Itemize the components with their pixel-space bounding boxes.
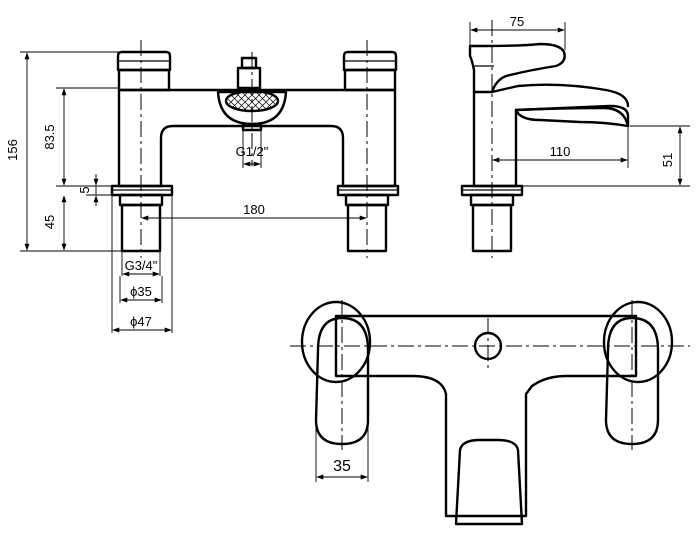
dim-label-51: 51 bbox=[660, 153, 675, 167]
dim-label-180: 180 bbox=[243, 202, 265, 217]
dim-total-height: 156 bbox=[5, 51, 120, 252]
dim-flange-diameter: ϕ47 bbox=[111, 195, 173, 333]
dim-body-height: 83.5 bbox=[42, 87, 120, 187]
right-handle bbox=[342, 50, 398, 92]
dim-label-phi35: ϕ35 bbox=[130, 284, 152, 299]
dim-label-83-5: 83.5 bbox=[42, 124, 57, 149]
bridge-body bbox=[117, 88, 397, 188]
plan-left-rose bbox=[300, 300, 372, 384]
left-handle bbox=[116, 50, 172, 92]
dim-centres: 180 bbox=[141, 202, 367, 221]
dim-spout-height: 51 bbox=[522, 125, 690, 187]
plan-body bbox=[334, 314, 638, 518]
dim-label-phi47: ϕ47 bbox=[130, 314, 152, 329]
side-view: 75 110 51 bbox=[460, 14, 690, 258]
side-spout-lip bbox=[514, 106, 630, 128]
dim-spout-reach: 110 bbox=[492, 126, 629, 168]
dim-label-110: 110 bbox=[550, 144, 571, 159]
dim-label-156: 156 bbox=[5, 139, 20, 161]
dim-label-45: 45 bbox=[42, 215, 57, 229]
front-view: 156 83.5 5 45 180 bbox=[5, 40, 400, 333]
side-spout-outline bbox=[490, 83, 630, 108]
plan-spout bbox=[454, 438, 524, 526]
dim-shank-diameter: ϕ35 bbox=[119, 276, 163, 303]
diverter-knob bbox=[236, 56, 262, 90]
dim-diverter-thread: G1/2" bbox=[236, 130, 269, 168]
dim-label-g3-4: G3/4" bbox=[125, 258, 158, 273]
plan-right-lever bbox=[604, 316, 660, 446]
dim-handle-reach: 75 bbox=[469, 14, 566, 50]
dim-label-g1-2: G1/2" bbox=[236, 144, 269, 159]
dim-shank-thread: G3/4" bbox=[121, 251, 161, 277]
side-body-spout bbox=[472, 90, 630, 188]
plan-view: 35 bbox=[290, 300, 690, 526]
plan-right-rose bbox=[602, 300, 674, 384]
side-lever bbox=[468, 42, 566, 94]
left-shank bbox=[110, 184, 174, 253]
dim-flange-height: 5 bbox=[77, 174, 112, 206]
dim-handle-width: 35 bbox=[315, 420, 369, 482]
dim-label-35: 35 bbox=[333, 458, 351, 475]
right-shank bbox=[336, 184, 400, 253]
dim-shank-height: 45 bbox=[42, 195, 122, 252]
dim-label-5: 5 bbox=[77, 186, 92, 193]
dim-label-75: 75 bbox=[510, 14, 524, 29]
